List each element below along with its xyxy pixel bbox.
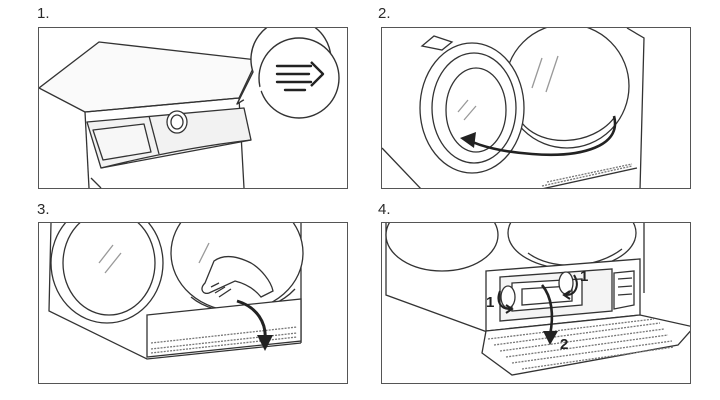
step-2-panel [381, 27, 691, 189]
door-open-arrow [460, 115, 617, 156]
step-4-label: 4. [378, 201, 391, 218]
dryer-pull-flap-illustration [48, 223, 304, 360]
step-1-panel [38, 27, 348, 189]
callout-1-right: 1 [580, 268, 588, 285]
callout-2: 2 [560, 336, 568, 353]
lock-release-arrows [497, 274, 578, 314]
step-4-panel: 1 1 2 [381, 222, 691, 384]
step-1-label: 1. [37, 5, 50, 22]
dryer-door-open-illustration [382, 28, 645, 188]
step-3-panel [38, 222, 348, 384]
step-3-label: 3. [37, 201, 50, 218]
dryer-filter-release-illustration: 1 1 2 [385, 223, 690, 376]
dryer-top-illustration [39, 28, 340, 188]
callout-1-left: 1 [486, 294, 494, 311]
step-2-label: 2. [378, 5, 391, 22]
program-menu-icon [236, 28, 340, 119]
panel-flap-down-arrow [236, 299, 273, 351]
filter-release-arrow [540, 284, 558, 345]
